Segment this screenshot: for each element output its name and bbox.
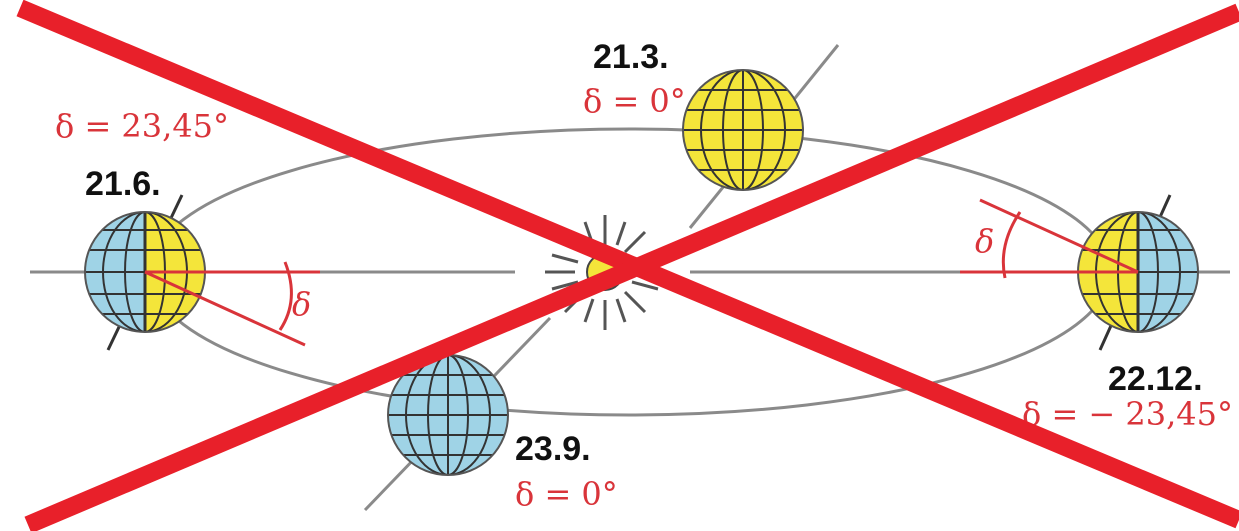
- angle-label-right: δ: [975, 222, 994, 260]
- date-label-december: 22.12.: [1108, 360, 1203, 398]
- angle-label-left: δ: [292, 285, 311, 323]
- declination-label-december: δ = − 23,45°: [1022, 395, 1233, 433]
- earth-september-globe-icon: [363, 316, 552, 512]
- cross-out-mark: [16, 0, 1239, 531]
- date-label-march: 21.3.: [593, 38, 669, 76]
- date-label-june: 21.6.: [85, 165, 161, 203]
- declination-lines: [144, 198, 1139, 347]
- declination-label-september: δ = 0°: [515, 475, 618, 513]
- declination-label-march: δ = 0°: [583, 82, 686, 120]
- earth-march-globe-icon: [682, 44, 840, 229]
- declination-label-june: δ = 23,45°: [55, 107, 229, 145]
- date-label-september: 23.9.: [515, 430, 591, 468]
